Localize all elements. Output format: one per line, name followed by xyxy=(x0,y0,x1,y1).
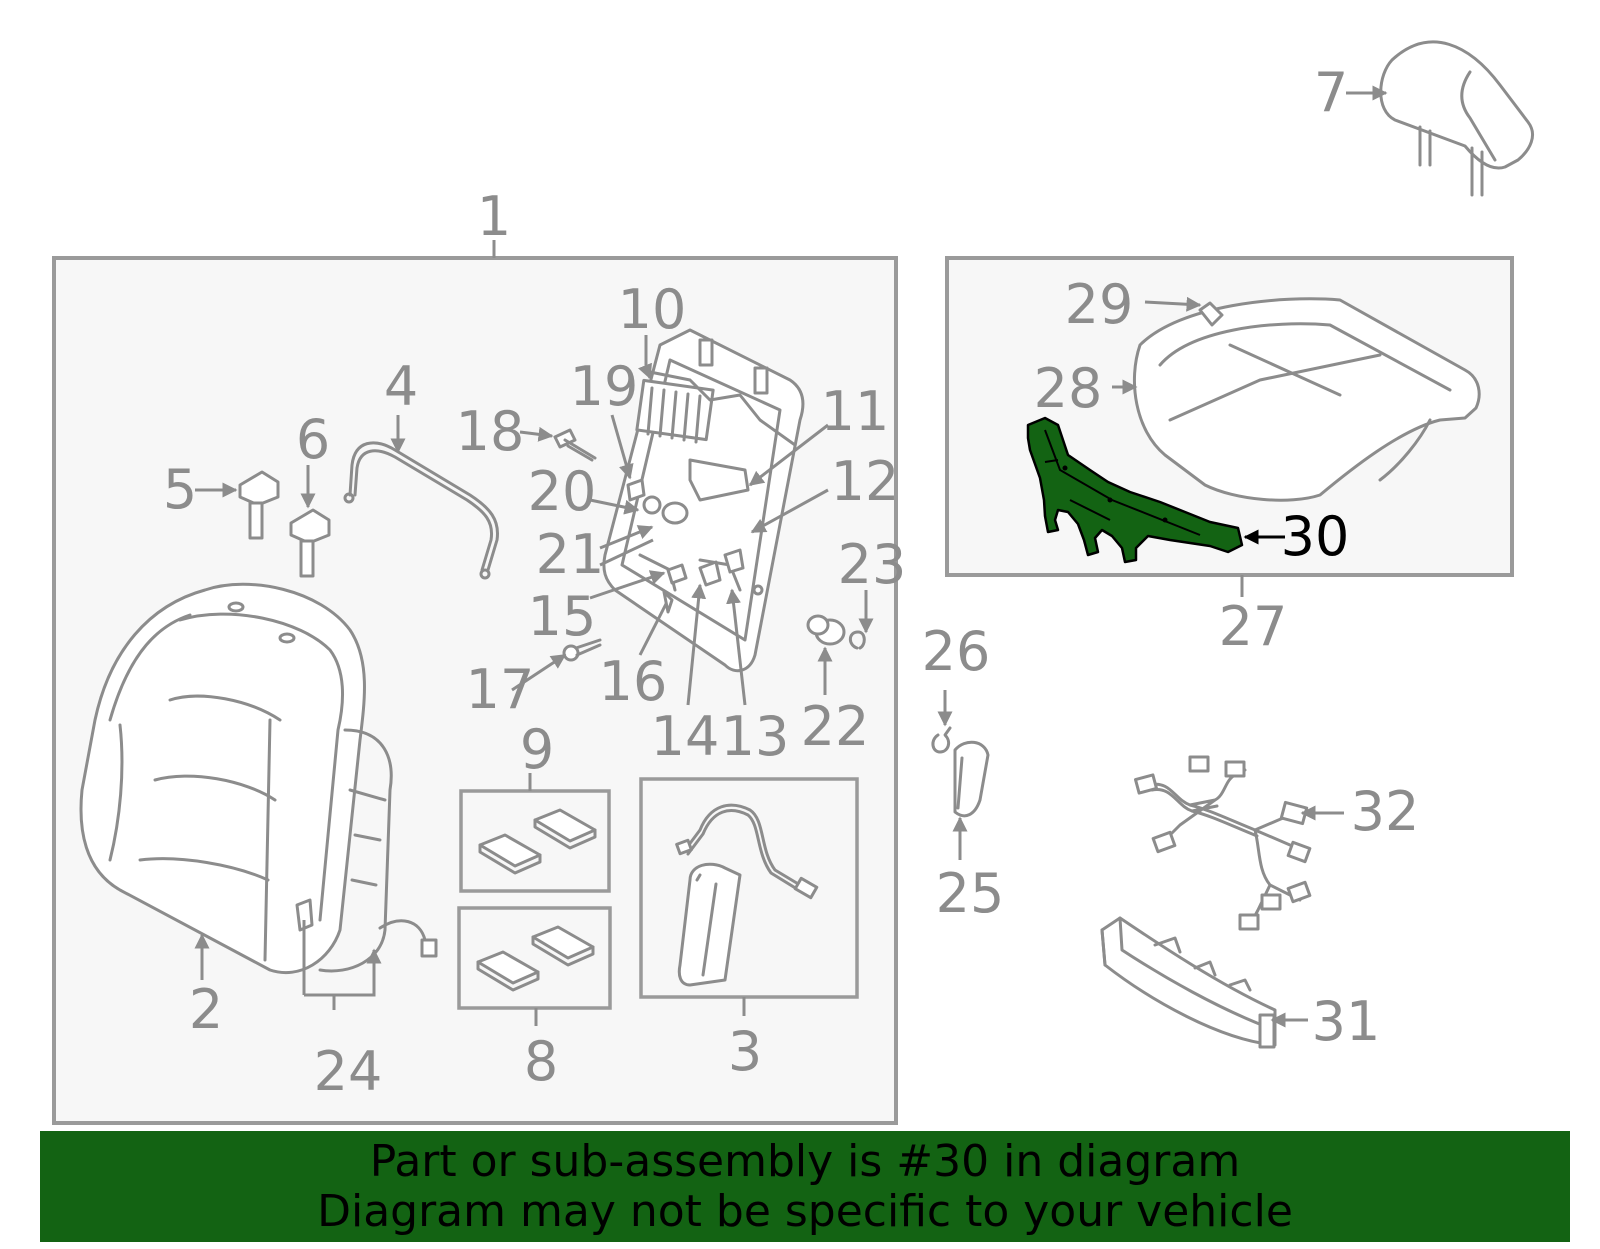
pad-kit-8-drawing[interactable] xyxy=(476,925,595,992)
part-info-banner: Part or sub-assembly is #30 in diagram D… xyxy=(40,1131,1570,1242)
callout-30: 30 xyxy=(1281,505,1350,568)
clip-26-drawing[interactable] xyxy=(931,726,952,754)
knob-22-drawing[interactable] xyxy=(806,614,846,646)
screw-17-drawing[interactable] xyxy=(562,638,602,662)
lever-25-drawing[interactable] xyxy=(953,740,990,818)
clip-19-drawing[interactable] xyxy=(626,478,646,502)
clip-15-drawing[interactable] xyxy=(666,563,688,585)
callout-26: 26 xyxy=(922,620,991,683)
seat-back-frame-10-drawing[interactable] xyxy=(602,328,805,673)
banner-line-disclaimer: Diagram may not be specific to your vehi… xyxy=(317,1186,1293,1237)
wiring-harness-32-drawing[interactable] xyxy=(1133,755,1312,931)
callout-6: 6 xyxy=(296,408,330,471)
callout-17: 17 xyxy=(466,658,535,721)
seat-cushion-28-drawing[interactable] xyxy=(1132,297,1481,502)
callout-13: 13 xyxy=(721,705,790,768)
callout-31: 31 xyxy=(1312,990,1381,1053)
callout-14: 14 xyxy=(651,705,720,768)
headrest-guide-5-drawing[interactable] xyxy=(238,470,280,540)
callout-15: 15 xyxy=(528,585,597,648)
callout-23: 23 xyxy=(838,533,907,596)
callout-3: 3 xyxy=(728,1020,762,1083)
callout-18: 18 xyxy=(456,400,525,463)
callout-9: 9 xyxy=(520,718,554,781)
callout-32: 32 xyxy=(1351,780,1420,843)
callout-20: 20 xyxy=(528,460,597,523)
callout-24: 24 xyxy=(314,1040,383,1103)
callout-4: 4 xyxy=(384,355,418,418)
callout-29: 29 xyxy=(1065,273,1134,336)
callout-5: 5 xyxy=(163,458,197,521)
seat-back-cover-drawing[interactable] xyxy=(79,582,438,975)
side-airbag-3-drawing[interactable] xyxy=(675,803,819,987)
callout-28: 28 xyxy=(1034,357,1103,420)
callout-12: 12 xyxy=(831,450,900,513)
callout-8: 8 xyxy=(524,1030,558,1093)
banner-line-part: Part or sub-assembly is #30 in diagram xyxy=(369,1136,1241,1187)
callout-16: 16 xyxy=(599,650,668,713)
callout-1: 1 xyxy=(477,185,511,248)
callout-27: 27 xyxy=(1219,595,1288,658)
callout-21: 21 xyxy=(536,523,605,586)
airbag-box-3 xyxy=(639,777,859,999)
callout-7: 7 xyxy=(1314,61,1348,124)
callout-11: 11 xyxy=(821,380,890,443)
callout-22: 22 xyxy=(801,695,870,758)
callout-2: 2 xyxy=(189,978,223,1041)
headrest-guide-6-drawing[interactable] xyxy=(289,508,331,578)
clip-23-drawing[interactable] xyxy=(848,630,866,650)
trim-cover-31-drawing[interactable] xyxy=(1100,916,1277,1049)
headrest-drawing[interactable] xyxy=(1379,40,1534,197)
bolt-18-drawing[interactable] xyxy=(553,428,597,462)
pad-kit-9-drawing[interactable] xyxy=(478,808,597,875)
callout-10: 10 xyxy=(618,278,687,341)
callout-19: 19 xyxy=(570,355,639,418)
clip-29-drawing[interactable] xyxy=(1198,301,1224,327)
knob-20-drawing[interactable] xyxy=(642,495,689,525)
callout-25: 25 xyxy=(936,862,1005,925)
cushion-frame-bracket-30-drawing[interactable] xyxy=(1026,416,1244,564)
